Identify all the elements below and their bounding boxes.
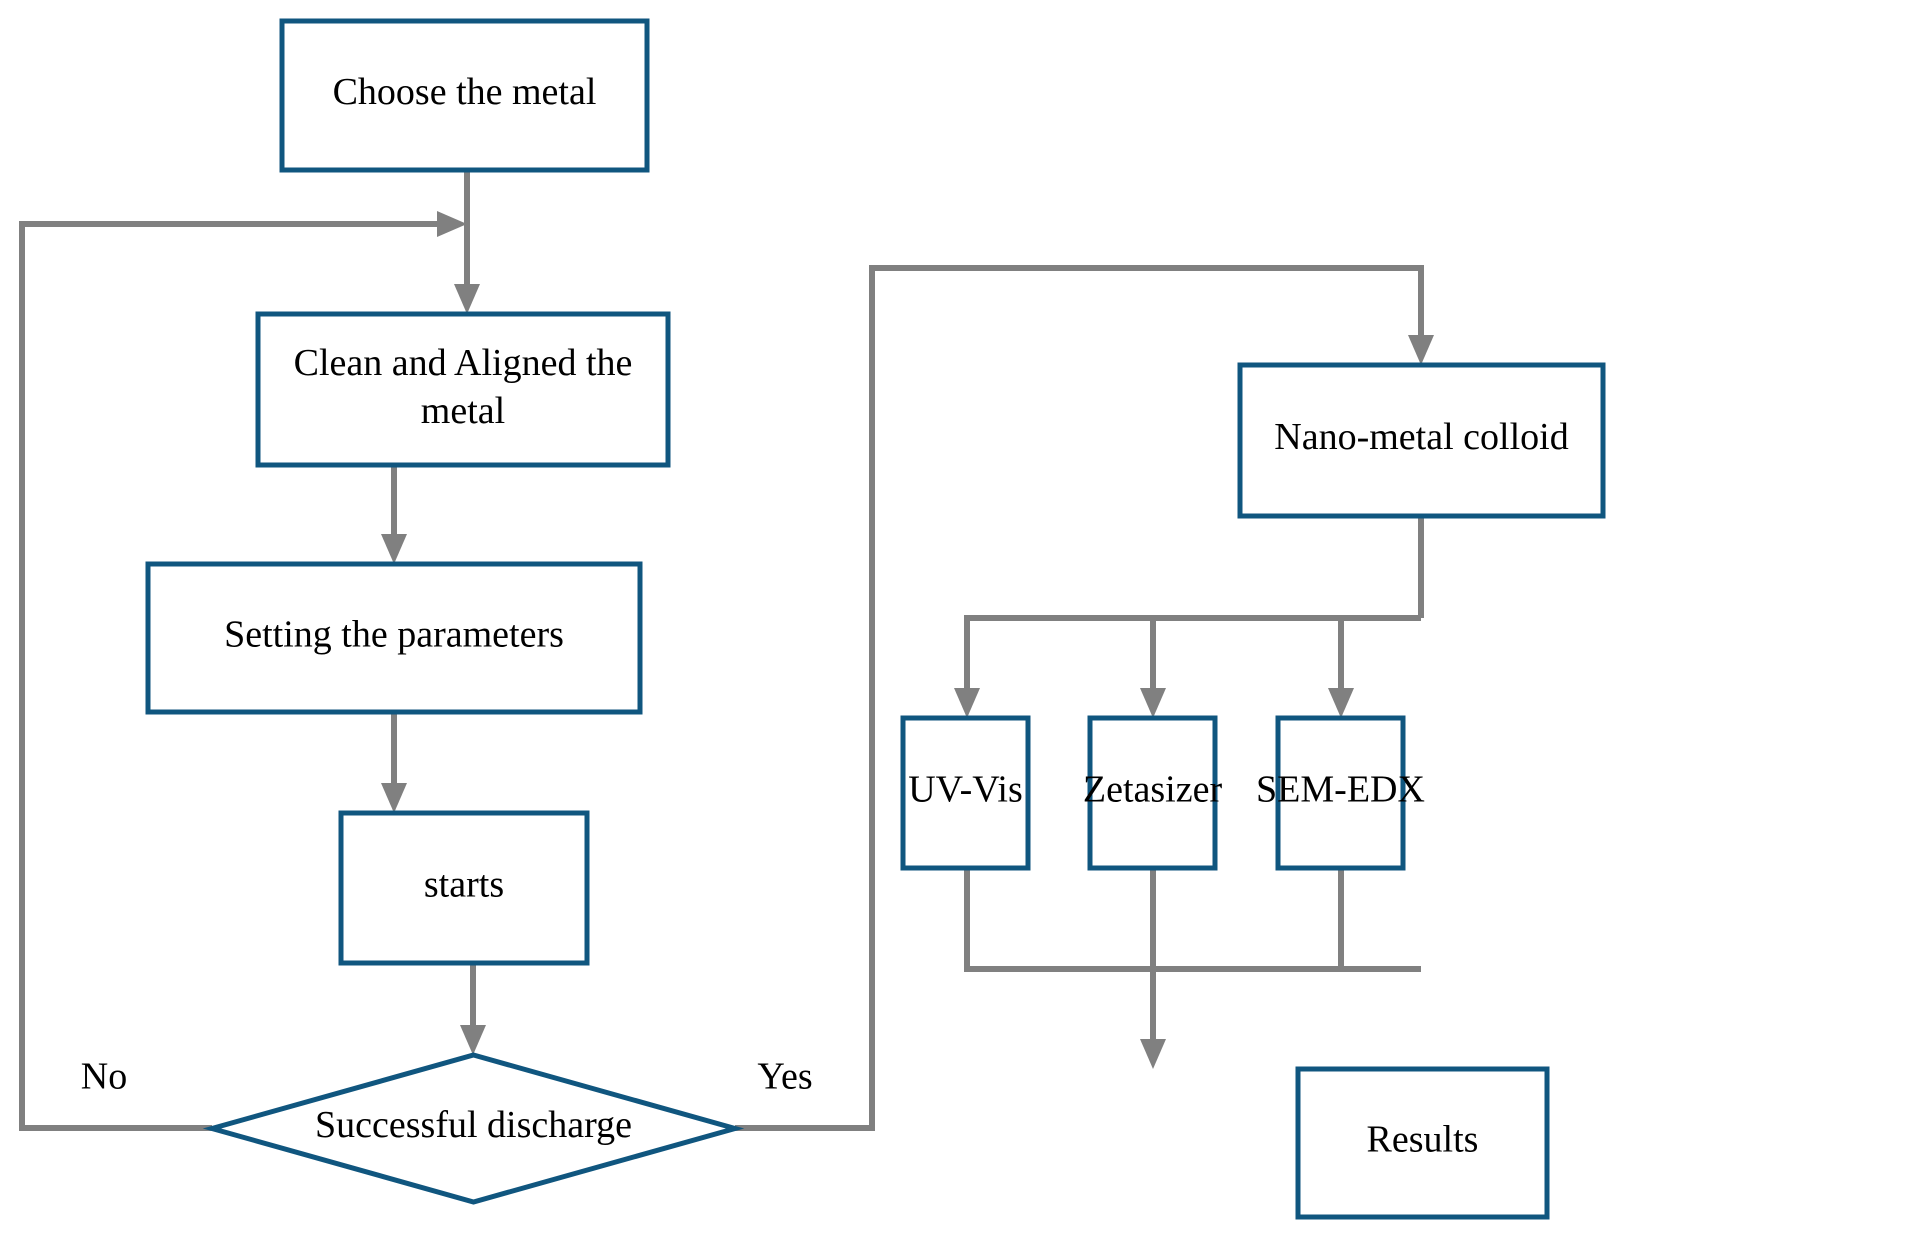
edge-label-no_label: No (81, 1056, 127, 1098)
edge-starts-to-decision (460, 963, 486, 1055)
edge-label-yes_label: Yes (757, 1056, 812, 1098)
edge-labels-layer: No Yes (81, 1056, 813, 1098)
arrowhead-decision-no-loopback (437, 211, 467, 237)
edge-split-to-uvvis (954, 615, 1421, 718)
node-label-nano_colloid: Nano-metal colloid (1274, 416, 1568, 458)
edge-line-split-to-zetasizer (1150, 615, 1421, 704)
edge-semedx-to-merge (1153, 868, 1344, 972)
arrowhead-clean-to-params (381, 534, 407, 564)
edge-split-to-semedx (1328, 615, 1421, 718)
edge-line-decision-no-loopback (19, 221, 453, 1131)
edge-choose-to-clean (454, 170, 480, 314)
edge-decision-no-loopback (19, 211, 467, 1131)
node-label2-clean_align: metal (421, 390, 505, 432)
node-starts[interactable]: starts (338, 810, 590, 966)
node-label-success: Successful discharge (315, 1104, 632, 1146)
node-label-sem_edx: SEM-EDX (1256, 769, 1425, 811)
edge-line-uvvis-to-merge (964, 868, 1421, 972)
node-shape-set_params (145, 561, 643, 715)
arrowhead-choose-to-clean (454, 284, 480, 314)
edge-params-to-starts (381, 712, 407, 813)
node-choose_metal[interactable]: Choose the metal (279, 18, 650, 173)
node-results[interactable]: Results (1295, 1066, 1550, 1220)
node-label-zetasizer: Zetasizer (1083, 769, 1223, 811)
node-label-starts: starts (424, 864, 504, 906)
node-shape-choose_metal (279, 18, 650, 173)
node-nano_colloid[interactable]: Nano-metal colloid (1237, 362, 1606, 519)
arrowhead-starts-to-decision (460, 1025, 486, 1055)
node-shape-clean_align (255, 311, 671, 468)
node-label-results: Results (1367, 1119, 1479, 1161)
node-shape-nano_colloid (1237, 362, 1606, 519)
edge-decision-yes-to-nano (735, 265, 1434, 1131)
arrowhead-merge-to-results (1140, 1039, 1166, 1069)
edge-line-semedx-to-merge (1153, 868, 1344, 972)
edge-clean-to-params (381, 465, 407, 564)
node-success[interactable]: Successful discharge (202, 1052, 745, 1205)
edge-uvvis-to-merge (964, 868, 1421, 972)
edge-merge-to-results (1140, 969, 1166, 1069)
arrowhead-split-to-semedx (1328, 688, 1354, 718)
edge-line-split-to-semedx (1338, 615, 1421, 704)
arrowhead-params-to-starts (381, 783, 407, 813)
node-label-clean_align: Clean and Aligned the (294, 342, 633, 384)
node-label-uv_vis: UV-Vis (908, 769, 1023, 811)
node-label-set_params: Setting the parameters (224, 614, 564, 656)
node-shape-sem_edx (1275, 715, 1406, 871)
arrowhead-split-to-uvvis (954, 688, 980, 718)
node-label-choose_metal: Choose the metal (333, 71, 597, 113)
node-shape-results (1295, 1066, 1550, 1220)
node-clean_align[interactable]: Clean and Aligned the metal (255, 311, 671, 468)
edges-layer (19, 170, 1434, 1131)
arrowhead-decision-yes-to-nano (1408, 335, 1434, 365)
node-uv_vis[interactable]: UV-Vis (900, 715, 1031, 871)
node-set_params[interactable]: Setting the parameters (145, 561, 643, 715)
node-shape-uv_vis (900, 715, 1031, 871)
node-sem_edx[interactable]: SEM-EDX (1256, 715, 1425, 871)
edge-line-decision-yes-to-nano (735, 265, 1424, 1131)
edge-split-to-zetasizer (1140, 615, 1421, 718)
node-zetasizer[interactable]: Zetasizer (1083, 715, 1223, 871)
node-shape-zetasizer (1087, 715, 1218, 871)
node-shape-success (202, 1052, 745, 1205)
arrowhead-split-to-zetasizer (1140, 688, 1166, 718)
edge-line-split-to-uvvis (964, 615, 1421, 704)
node-shape-starts (338, 810, 590, 966)
